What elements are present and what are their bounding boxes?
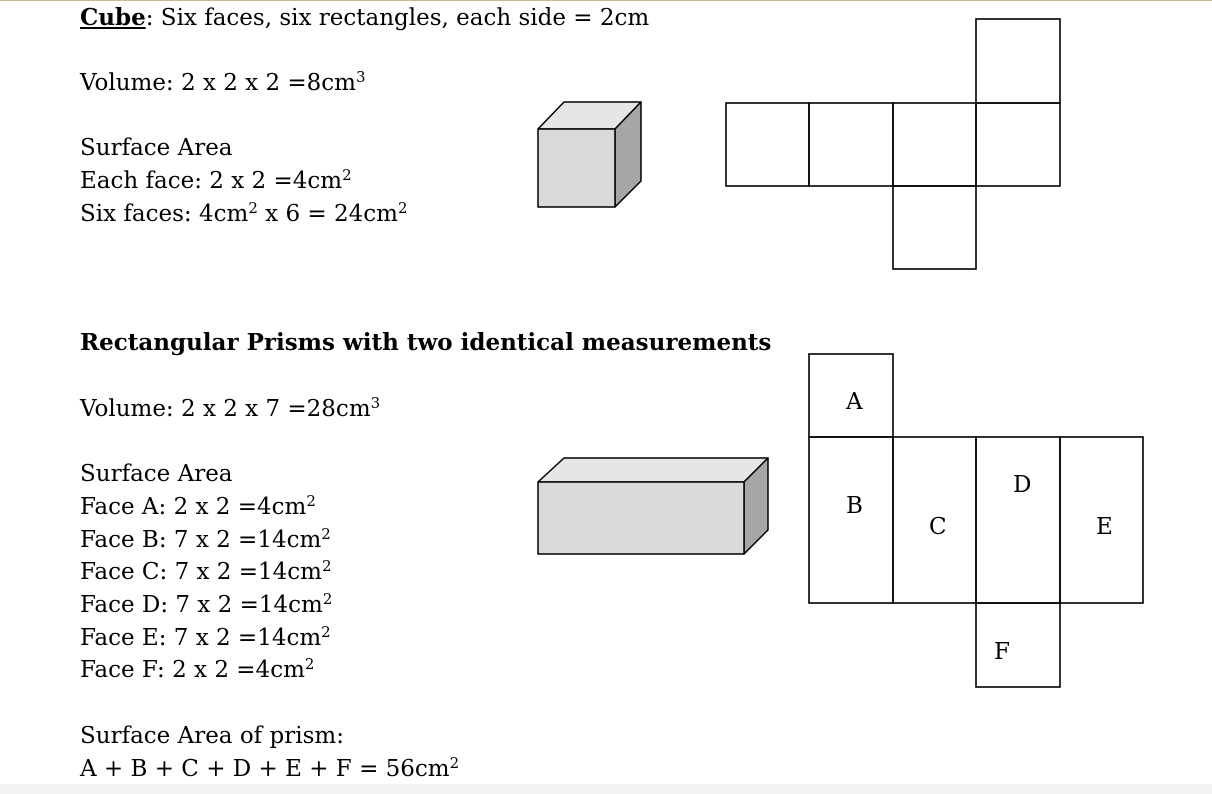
cube-3d-drawing: [537, 101, 642, 208]
cube-net-bottom-square: [892, 185, 977, 270]
prism-net-label-d: D: [1013, 472, 1031, 498]
cube-net-square-1: [725, 102, 810, 187]
prism-net-label-c: C: [929, 514, 947, 540]
cube-each-face: Each face: 2 x 2 =4cm2: [80, 166, 352, 195]
cube-description: : Six faces, six rectangles, each side =…: [145, 5, 650, 31]
cube-title-line: Cube: Six faces, six rectangles, each si…: [80, 4, 649, 32]
prism-total: A + B + C + D + E + F = 56cm2: [80, 754, 460, 783]
cube-surface-area-heading: Surface Area: [80, 135, 233, 161]
prism-title: Rectangular Prisms with two identical me…: [80, 329, 772, 356]
prism-net-label-a: A: [845, 389, 863, 415]
prism-3d-drawing: [537, 457, 769, 555]
prism-face-d: Face D: 7 x 2 =14cm2: [80, 590, 333, 619]
prism-front-face: [537, 481, 745, 555]
prism-net-face-b: [808, 436, 894, 604]
prism-surface-area-heading: Surface Area: [80, 461, 233, 487]
prism-net-label-e: E: [1096, 514, 1113, 540]
prism-net-label-f: F: [994, 639, 1010, 665]
cube-net-top-square: [975, 18, 1061, 104]
cube-volume: Volume: 2 x 2 x 2 =8cm3: [80, 68, 366, 97]
prism-face-b: Face B: 7 x 2 =14cm2: [80, 525, 331, 554]
prism-net-face-d: [975, 436, 1061, 604]
cube-net: [725, 18, 1061, 270]
cube-net-square-3: [892, 102, 977, 187]
prism-total-heading: Surface Area of prism:: [80, 723, 344, 749]
prism-net-face-e: [1059, 436, 1144, 604]
prism-net-label-b: B: [846, 493, 863, 519]
cube-net-square-2: [808, 102, 894, 187]
cube-six-faces: Six faces: 4cm2 x 6 = 24cm2: [80, 199, 408, 228]
prism-face-e: Face E: 7 x 2 =14cm2: [80, 623, 331, 652]
prism-net: [808, 353, 1144, 688]
prism-volume: Volume: 2 x 2 x 7 =28cm3: [80, 394, 381, 423]
prism-top-face: [537, 457, 769, 483]
cube-title: Cube: [80, 4, 146, 31]
prism-face-c: Face C: 7 x 2 =14cm2: [80, 557, 332, 586]
prism-net-face-f: [975, 602, 1061, 688]
cube-net-square-4: [975, 102, 1061, 187]
prism-face-a: Face A: 2 x 2 =4cm2: [80, 492, 316, 521]
cube-front-face: [537, 128, 616, 208]
prism-face-f: Face F: 2 x 2 =4cm2: [80, 655, 315, 684]
